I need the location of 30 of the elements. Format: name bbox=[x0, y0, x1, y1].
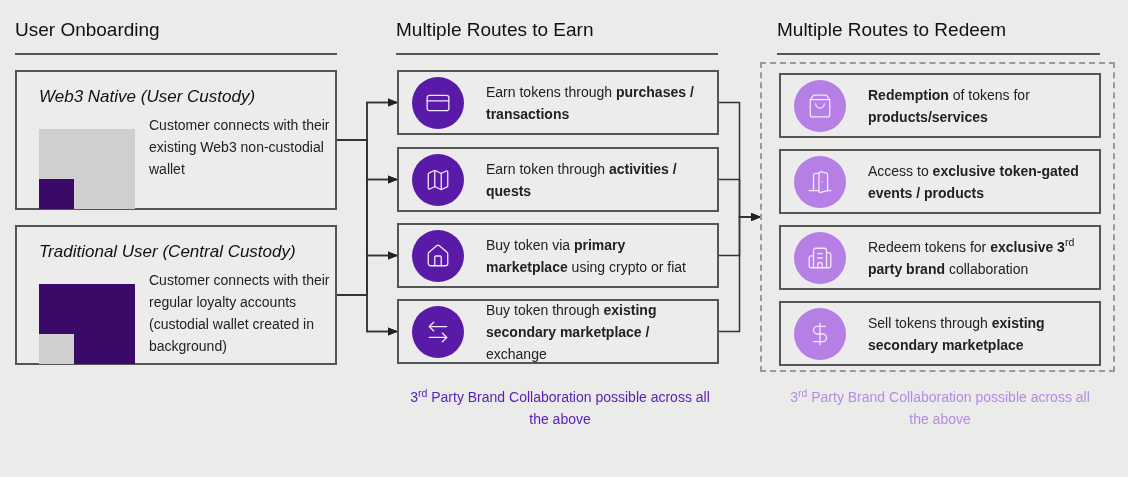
connector-arrow bbox=[718, 213, 761, 333]
column-heading: User Onboarding bbox=[15, 16, 337, 55]
route-box bbox=[397, 147, 719, 212]
onboarding-box bbox=[15, 225, 337, 365]
route-box bbox=[779, 225, 1101, 290]
box-heading: Web3 Native (User Custody) bbox=[39, 86, 256, 108]
route-text: Buy token through existing secondary marketplace / exchange bbox=[486, 300, 658, 364]
note-text: 3$^{rd}$ Party Brand Collaboration possible across all the above bbox=[790, 386, 1090, 429]
column-heading: Multiple Routes to Redeem bbox=[777, 16, 1100, 55]
onboarding-box bbox=[15, 70, 337, 210]
route-box bbox=[397, 299, 719, 364]
route-text: Buy token via primary marketplace using crypto or fiat bbox=[486, 235, 687, 277]
route-box bbox=[397, 70, 719, 135]
route-text: Redeem tokens for exclusive 3$^{rd}$ party brand collaboration bbox=[868, 235, 1076, 279]
box-heading: Traditional User (Central Custody) bbox=[39, 241, 296, 263]
route-text: Earn tokens through purchases / transactions bbox=[486, 82, 695, 124]
route-box bbox=[779, 149, 1101, 214]
column-heading: Multiple Routes to Earn bbox=[396, 16, 718, 55]
box-description: Customer connects with their regular loyalty accounts (custodial wallet created in background) bbox=[149, 271, 331, 356]
route-box bbox=[779, 301, 1101, 366]
route-text: Sell tokens through existing secondary marketplace bbox=[868, 313, 1046, 355]
route-box bbox=[397, 223, 719, 288]
route-text: Access to exclusive token-gated events / products bbox=[868, 161, 1080, 203]
box-description: Customer connects with their existing Web3 non-custodial wallet bbox=[149, 116, 331, 179]
dashed-group-box bbox=[760, 62, 1115, 372]
note-text: 3$^{rd}$ Party Brand Collaboration possible across all the above bbox=[410, 386, 710, 429]
route-text: Redemption of tokens for products/services bbox=[868, 85, 1031, 127]
route-text: Earn token through activities / quests bbox=[486, 159, 678, 201]
connector-arrow bbox=[336, 294, 398, 336]
route-box bbox=[779, 73, 1101, 138]
